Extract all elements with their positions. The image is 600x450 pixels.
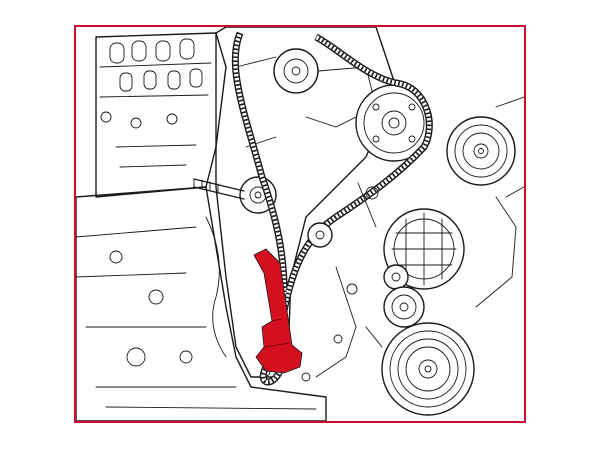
timing-belt [231,31,433,386]
idler-pulley [307,222,333,248]
timing-holding-tool [253,248,303,374]
cylinder-head [95,32,227,198]
power-steering-pulley [446,116,516,186]
water-pump [273,48,377,128]
engine-timing-belt-diagram [76,27,524,421]
alternator [365,186,465,290]
engine-details [315,96,524,378]
diagram-frame [74,25,526,423]
engine-block [76,186,327,421]
crankshaft-damper-pulley [381,322,475,416]
camshaft-pulley [355,84,433,162]
accessory-idler [383,286,425,328]
